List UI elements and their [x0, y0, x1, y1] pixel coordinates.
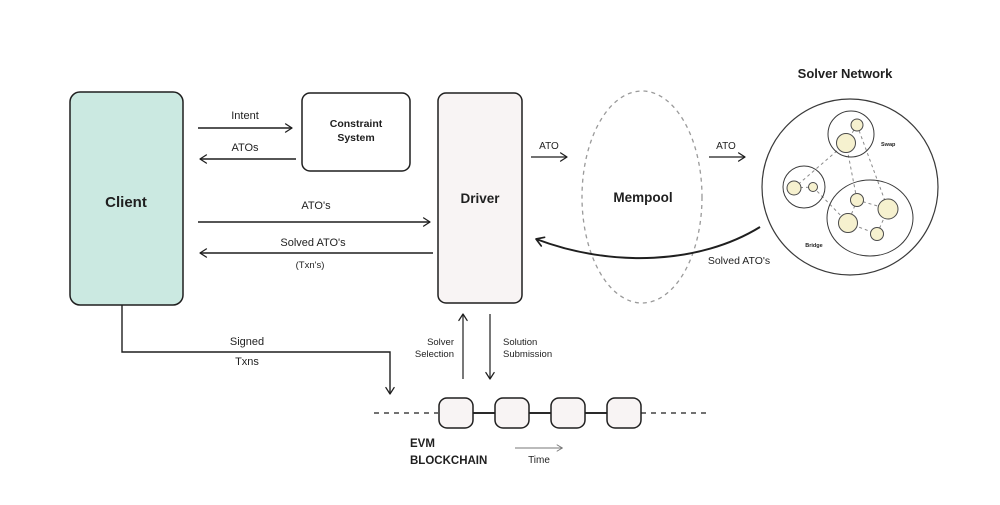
solver-node	[808, 182, 818, 192]
signed-label: Signed	[230, 336, 264, 348]
swap-cluster-circle	[827, 110, 875, 158]
evm-blockchain-label-line2: BLOCKCHAIN	[410, 455, 487, 467]
block	[550, 397, 586, 429]
driver-label: Driver	[460, 191, 500, 206]
left-cluster-circle	[782, 165, 826, 209]
ato-to-mempool-label: ATO	[539, 141, 559, 152]
blockchain-blocks	[438, 397, 642, 429]
constraint-system-label-line1: Constraint	[330, 118, 383, 130]
solver-selection-label-line2: Selection	[415, 349, 454, 360]
ato-to-solver-label: ATO	[716, 141, 736, 152]
evm-blockchain-label-line1: EVM	[410, 438, 435, 450]
solver-node	[786, 180, 802, 196]
signed-txns-path	[121, 305, 395, 395]
bridge-cluster-ellipse	[826, 179, 914, 257]
client-box	[69, 91, 184, 306]
intent-label: Intent	[231, 110, 259, 122]
solver-nodes	[786, 118, 899, 241]
solver-node	[836, 133, 856, 153]
solver-selection-label-line1: Solver	[427, 337, 454, 348]
constraint-system-label-line2: System	[337, 132, 374, 144]
solver-network-title: Solver Network	[798, 66, 893, 81]
driver-box	[437, 92, 523, 304]
solved-atos-return-label: Solved ATO's	[708, 255, 770, 267]
mempool-ellipse	[581, 90, 703, 304]
mempool-label: Mempool	[613, 190, 672, 205]
txns-label: Txns	[235, 356, 259, 368]
solver-network-circle	[761, 98, 939, 276]
atos-to-driver-label: ATO's	[301, 200, 331, 212]
block	[494, 397, 530, 429]
swap-cluster-label: Swap	[881, 142, 896, 148]
solved-atos-return-arrow	[535, 226, 761, 260]
solved-atos-label: Solved ATO's	[280, 237, 346, 249]
bridge-cluster-label: Bridge	[805, 243, 822, 249]
solution-submission-label-line2: Submission	[503, 349, 552, 360]
block	[438, 397, 474, 429]
client-label: Client	[105, 194, 147, 211]
txns-paren-label: (Txn's)	[296, 260, 325, 271]
solver-node	[850, 193, 864, 207]
solver-node	[877, 198, 899, 220]
constraint-system-box	[301, 92, 411, 172]
time-label: Time	[528, 455, 550, 466]
solver-node	[838, 213, 858, 233]
atos-label: ATOs	[231, 142, 259, 154]
solver-node	[870, 227, 884, 241]
solver-node	[850, 118, 864, 132]
solution-submission-label-line1: Solution	[503, 337, 537, 348]
block	[606, 397, 642, 429]
